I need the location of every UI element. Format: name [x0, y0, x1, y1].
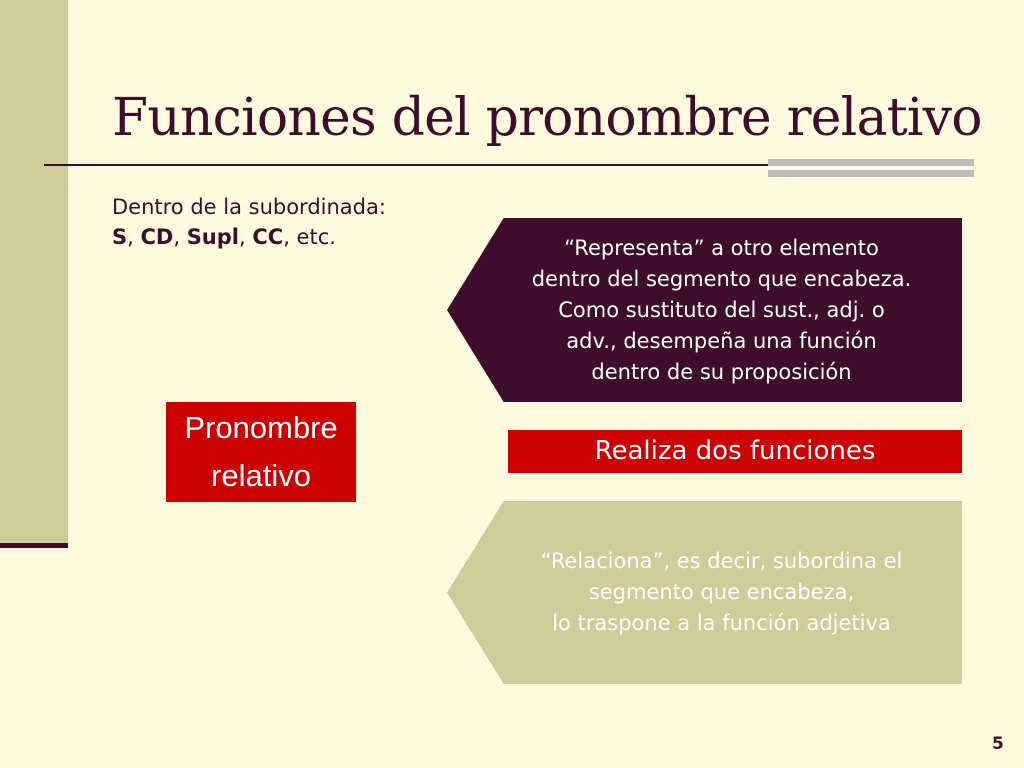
intro-item-s: S [112, 225, 128, 249]
pronoun-box-line-2: relativo [211, 458, 311, 493]
intro-line-2: S, CD, Supl, CC, etc. [112, 222, 386, 252]
function-relate-text: “Relaciona”, es decir, subordina el segm… [541, 546, 903, 639]
intro-separator: , [239, 225, 253, 249]
text-line: dentro del segmento que encabeza. [531, 266, 912, 291]
function-represent-box: “Representa” a otro elemento dentro del … [447, 218, 962, 402]
title-rule [44, 164, 974, 166]
text-line: “Relaciona”, es decir, subordina el [540, 549, 903, 573]
intro-suffix: etc. [296, 225, 336, 249]
text-line: adv., desempeña una función [566, 328, 877, 353]
functions-label-bar: Realiza dos funciones [508, 430, 962, 473]
page-number: 5 [992, 734, 1004, 754]
intro-item-cc: CC [252, 225, 284, 249]
intro-separator: , [283, 225, 297, 249]
text-line: Como sustituto del sust., adj. o [558, 297, 885, 322]
title-accent-bar-bottom [768, 170, 974, 177]
intro-separator: , [173, 225, 187, 249]
slide-title: Funciones del pronombre relativo [112, 88, 983, 148]
text-line: “Representa” a otro elemento [564, 235, 879, 260]
intro-text: Dentro de la subordinada: S, CD, Supl, C… [112, 192, 386, 252]
sidebar-band [0, 0, 68, 548]
intro-separator: , [127, 225, 141, 249]
intro-line-1: Dentro de la subordinada: [112, 195, 386, 219]
text-line: segmento que encabeza, [588, 580, 855, 604]
intro-item-supl: Supl [186, 225, 239, 249]
pronoun-box: Pronombre relativo [166, 402, 356, 502]
text-line: lo traspone a la función adjetiva [552, 611, 891, 635]
function-relate-box: “Relaciona”, es decir, subordina el segm… [447, 501, 962, 684]
sidebar-underline [0, 543, 68, 548]
function-represent-text: “Representa” a otro elemento dentro del … [532, 233, 912, 388]
text-line: dentro de su proposición [591, 359, 852, 384]
title-accent-bar-top [768, 159, 974, 166]
intro-item-cd: CD [140, 225, 174, 249]
pronoun-box-line-1: Pronombre [184, 410, 338, 445]
